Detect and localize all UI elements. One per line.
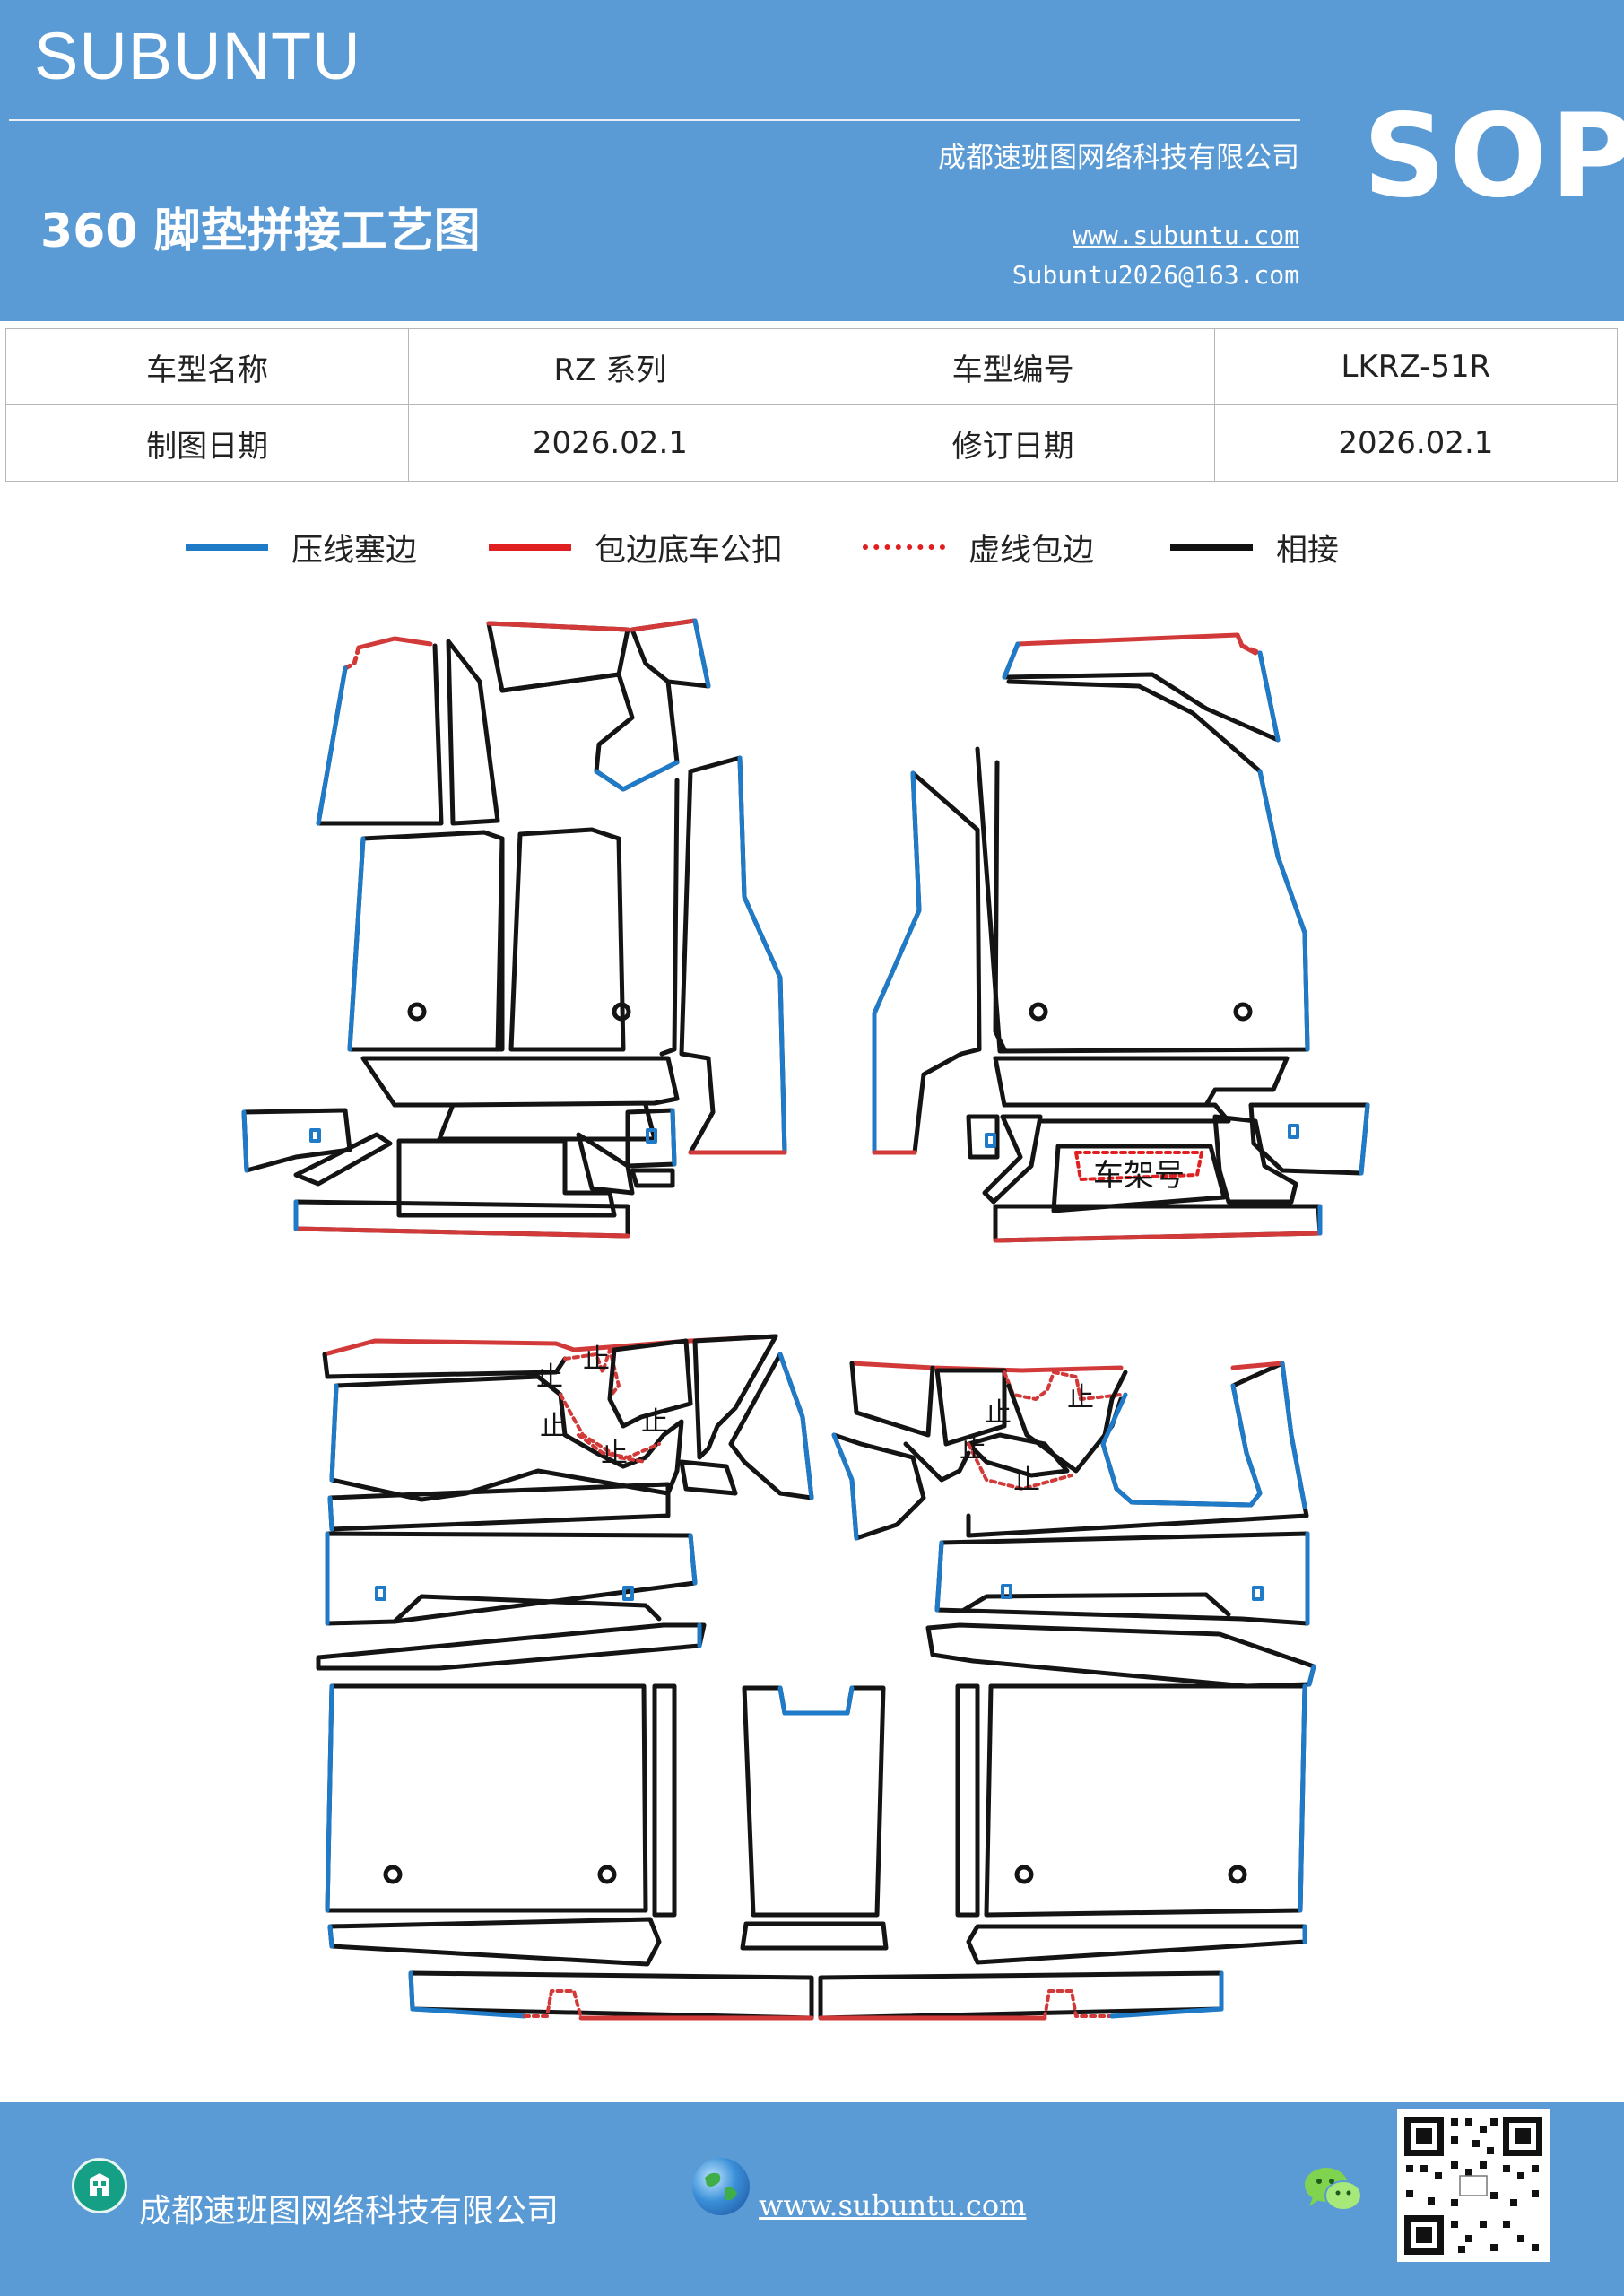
header-divider: [9, 119, 1300, 121]
page-title: 360 脚垫拼接工艺图: [40, 204, 481, 258]
front-left-mat: [241, 618, 787, 1239]
legend-item-dotted-edge: 虚线包边: [863, 525, 1094, 570]
table-cell: 2026.02.1: [1213, 404, 1619, 482]
header-email: Subuntu2026@163.com: [1012, 260, 1299, 290]
stop-mark: 止: [583, 1344, 610, 1375]
table-cell: LKRZ-51R: [1213, 328, 1619, 405]
header-website-link[interactable]: www.subuntu.com: [1073, 221, 1299, 250]
legend-label: 相接: [1276, 532, 1340, 569]
rear-step-strips: [408, 1970, 1224, 2021]
header-banner: SUBUNTU 成都速班图网络科技有限公司 360 脚垫拼接工艺图 www.su…: [0, 0, 1624, 321]
header-company: 成都速班图网络科技有限公司: [938, 142, 1299, 174]
center-tunnel-mat: [740, 1685, 889, 1951]
table-cell: RZ 系列: [408, 328, 812, 405]
brand-logo-text: SUBUNTU: [34, 19, 361, 93]
stop-mark: 止: [536, 1361, 563, 1393]
legend-label: 包边底车公扣: [595, 532, 784, 569]
legend-swatch-black: [1170, 544, 1253, 551]
stop-marks: 止 止 止 止 止 止 止 止 止: [536, 1344, 1094, 1496]
legend-item-joint: 相接: [1170, 525, 1339, 570]
qr-code[interactable]: [1397, 2109, 1550, 2262]
vehicle-info-table: 车型名称 RZ 系列 车型编号 LKRZ-51R 制图日期 2026.02.1 …: [4, 328, 1619, 482]
table-cell: 车型名称: [4, 328, 410, 405]
legend-swatch-red-dotted: [863, 544, 945, 550]
legend-item-press-line: 压线塞边: [186, 525, 417, 570]
sop-badge: SOP: [1363, 90, 1624, 223]
wechat-icon: [1302, 2163, 1365, 2217]
legend-swatch-red: [489, 544, 571, 551]
stop-mark: 止: [641, 1406, 668, 1438]
globe-icon: [692, 2158, 750, 2215]
table-cell: 2026.02.1: [408, 404, 812, 482]
stop-mark: 止: [1067, 1382, 1094, 1413]
legend-label: 压线塞边: [291, 532, 418, 569]
footer-banner: 成都速班图网络科技有限公司 www.subuntu.com: [0, 2102, 1624, 2296]
rear-left-mat: [316, 1334, 814, 1967]
stop-mark: 止: [1013, 1465, 1040, 1496]
stop-mark: 止: [601, 1438, 628, 1469]
building-icon: [72, 2158, 127, 2213]
table-cell: 修订日期: [811, 404, 1215, 482]
rear-right-mat: [831, 1361, 1316, 1965]
legend-item-edge-buckle: 包边底车公扣: [489, 525, 783, 570]
stop-mark: 止: [960, 1433, 986, 1465]
footer-company: 成都速班图网络科技有限公司: [139, 2193, 560, 2230]
front-right-mat: 车架号: [872, 632, 1370, 1243]
table-cell: 制图日期: [4, 404, 410, 482]
stop-mark: 止: [985, 1397, 1012, 1429]
legend-label: 虚线包边: [968, 532, 1095, 569]
legend-swatch-blue: [186, 544, 268, 551]
frame-number-label: 车架号: [1093, 1158, 1185, 1194]
table-row: 制图日期 2026.02.1 修订日期 2026.02.1: [4, 404, 1619, 482]
stop-mark: 止: [540, 1411, 567, 1442]
footer-website-link[interactable]: www.subuntu.com: [759, 2188, 1027, 2222]
table-row: 车型名称 RZ 系列 车型编号 LKRZ-51R: [4, 328, 1619, 405]
table-cell: 车型编号: [811, 328, 1215, 405]
